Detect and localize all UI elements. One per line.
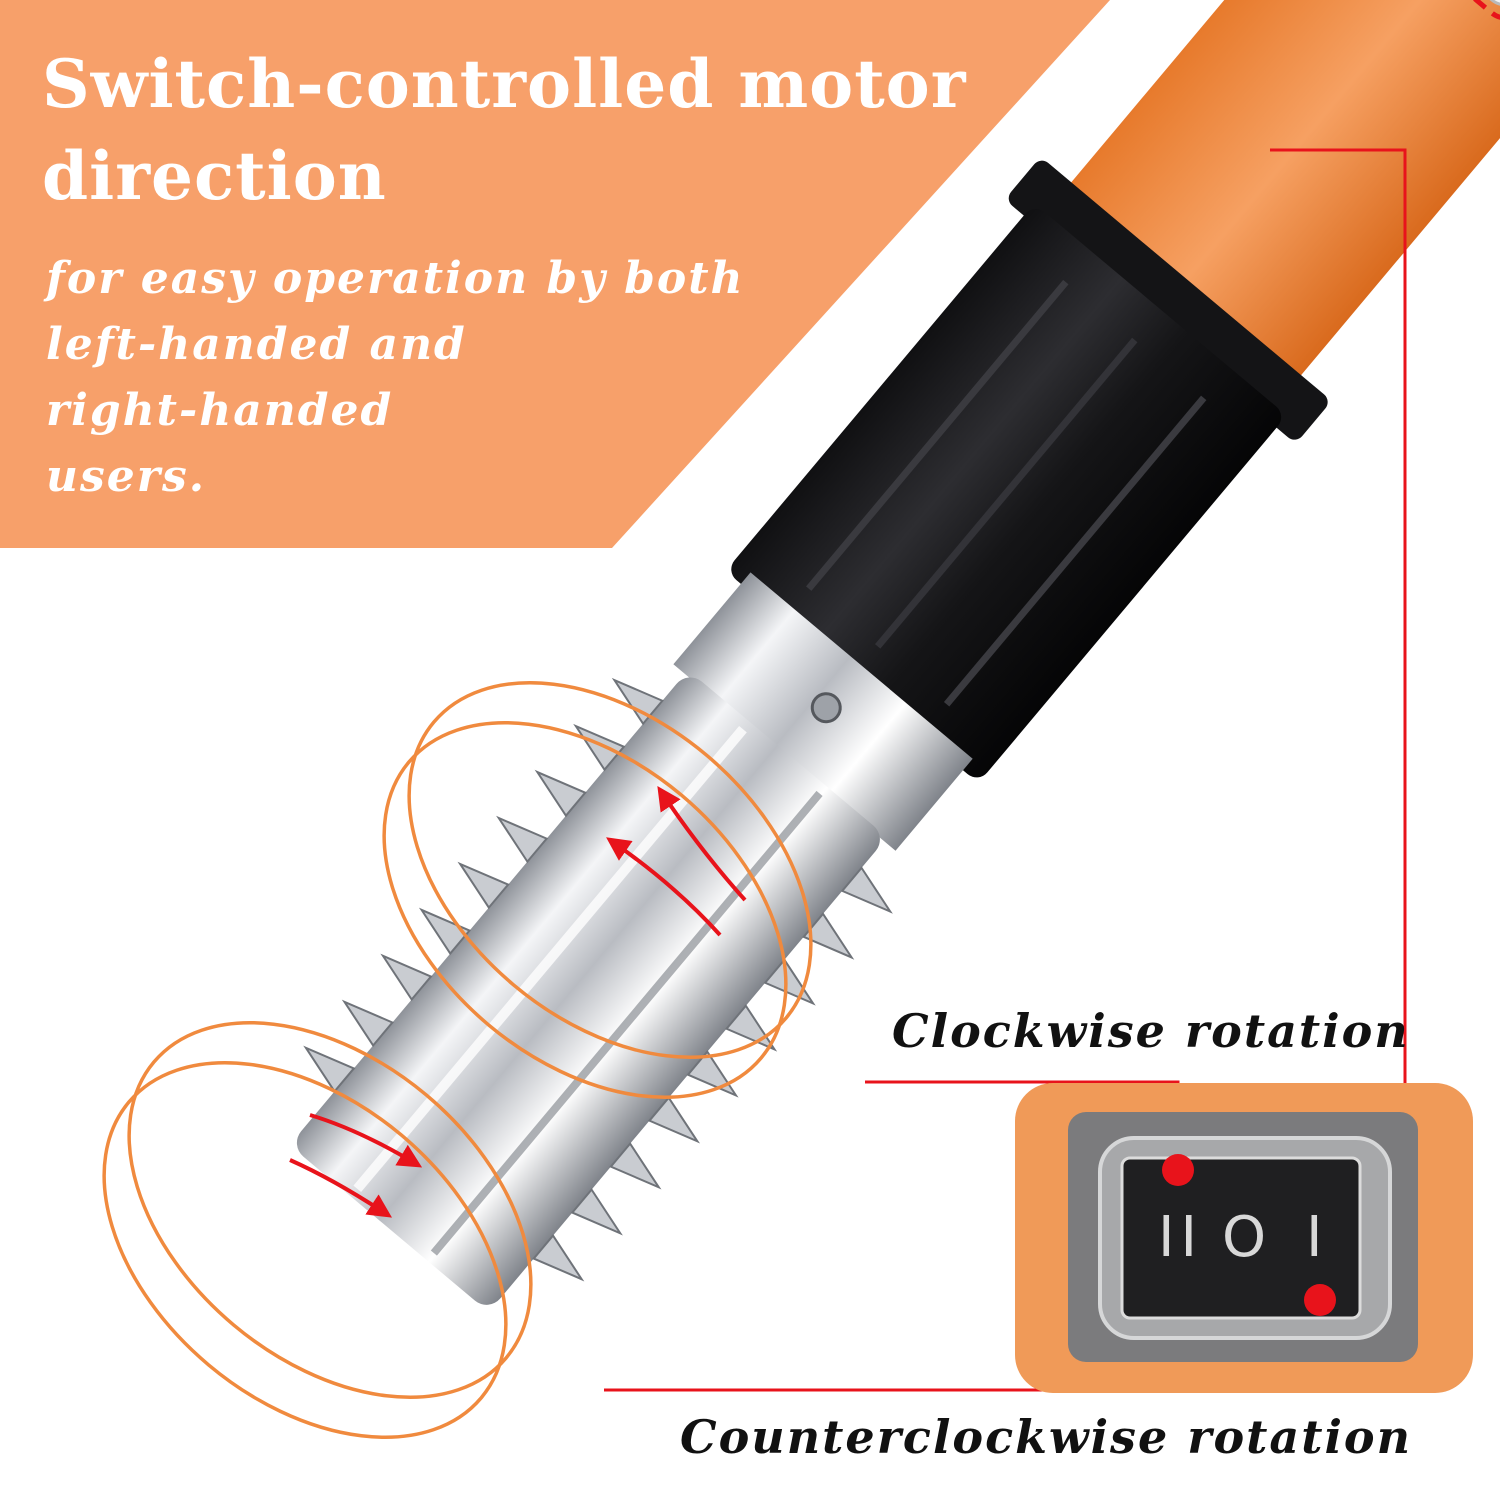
counterclockwise-arrow [289, 1158, 393, 1218]
counterclockwise-marker-dot [1304, 1284, 1336, 1316]
switch-symbol-single: I [1306, 1205, 1323, 1270]
headline-sub-line3: right-handed [46, 385, 394, 436]
headline-title: Switch-controlled motor direction [42, 38, 966, 222]
roller-teeth [303, 677, 893, 1282]
motor-groove [806, 279, 1069, 591]
counterclockwise-label: Counterclockwise rotation [680, 1410, 1413, 1464]
direction-arrows [289, 786, 747, 1218]
clockwise-marker-dot [1162, 1154, 1194, 1186]
rotation-rings [102, 681, 813, 1439]
motor-groove [874, 337, 1138, 649]
switch-symbol-double: II [1158, 1205, 1204, 1270]
rotation-ring-upper [382, 721, 788, 1099]
rotation-ring-lower [127, 1021, 533, 1399]
headline-sub-line4: users. [46, 451, 207, 502]
switch-leader-line [1270, 148, 1407, 1100]
switch-closeup [1015, 1083, 1473, 1393]
motor-groove [943, 395, 1207, 707]
rotation-ring-upper [407, 681, 813, 1059]
steel-roller [296, 677, 880, 1305]
clockwise-arrow [606, 837, 722, 937]
headline-subtitle: for easy operation by both left-handed a… [46, 246, 745, 510]
headline-title-line1: Switch-controlled motor [42, 45, 967, 123]
headline-sub-line2: left-handed and [46, 319, 467, 370]
clockwise-label: Clockwise rotation [892, 1004, 1410, 1058]
clockwise-arrow [657, 786, 747, 902]
switch-rocker[interactable] [1120, 1156, 1362, 1320]
headline-title-line2: direction [42, 137, 387, 215]
headline-banner [0, 0, 1110, 548]
sleeve-screw [810, 692, 842, 724]
rotation-ring-lower [102, 1061, 508, 1439]
counterclockwise-arrow [309, 1113, 423, 1168]
grooming-tool [296, 0, 1500, 1305]
tool-handle [1056, 0, 1500, 396]
switch-symbol-circle: O [1222, 1205, 1267, 1270]
headline-sub-line1: for easy operation by both [46, 253, 745, 304]
motor-collar [1008, 160, 1328, 440]
